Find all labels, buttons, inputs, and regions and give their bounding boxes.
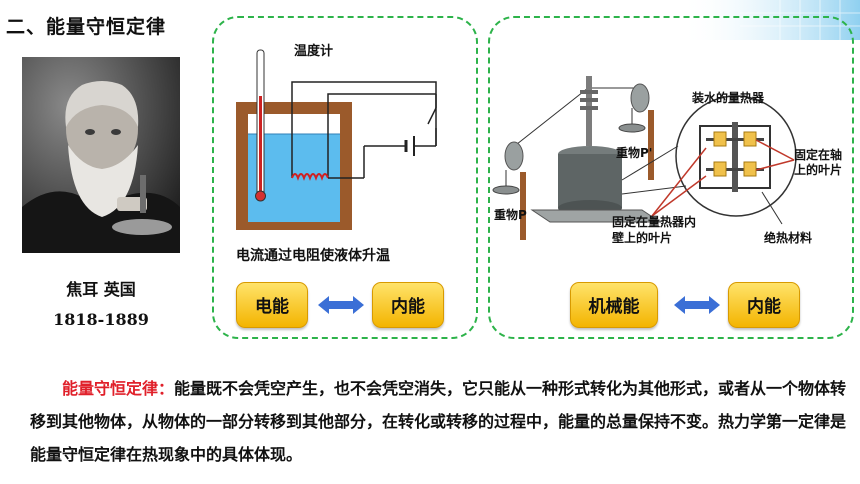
internal-energy-label: 内能 bbox=[372, 282, 444, 328]
fixed-shaft-blades-label: 固定在轴上的叶片 bbox=[794, 148, 843, 177]
electric-experiment-panel bbox=[212, 16, 478, 339]
paddle-wheel-diagram bbox=[492, 76, 797, 240]
person-years: 1818-1889 bbox=[53, 310, 149, 329]
law-term: 能量守恒定律： bbox=[62, 379, 175, 398]
mechanical-experiment-panel bbox=[488, 16, 854, 339]
electric-experiment-caption: 电流通过电阻使液体升温 bbox=[236, 248, 390, 264]
fixed-wall-blades-label: 固定在量热器内壁上的叶片 bbox=[612, 215, 697, 245]
double-arrow-icon bbox=[318, 296, 364, 314]
electric-heating-diagram bbox=[236, 49, 437, 230]
law-text: 能量既不会凭空产生，也不会凭空消失，它只能从一种形式转化为其他形式，或者从一个物… bbox=[30, 379, 847, 464]
weight-p-label: 重物P bbox=[494, 208, 527, 222]
double-arrow-icon bbox=[674, 296, 720, 314]
electric-energy-label: 电能 bbox=[236, 282, 308, 328]
insulation-label: 绝热材料 bbox=[764, 231, 813, 245]
internal-energy-label-2: 内能 bbox=[728, 282, 800, 328]
portrait-image bbox=[22, 57, 180, 253]
weight-p-prime-label: 重物P' bbox=[616, 146, 653, 160]
person-name-country: 焦耳 英国 bbox=[66, 280, 136, 299]
thermometer-label: 温度计 bbox=[294, 44, 334, 59]
law-paragraph: 能量守恒定律：能量既不会凭空产生，也不会凭空消失，它只能从一种形式转化为其他形式… bbox=[30, 372, 850, 471]
mechanical-energy-label: 机械能 bbox=[570, 282, 658, 328]
calorimeter-label: 装水的量热器 bbox=[692, 91, 765, 105]
section-title: 二、能量守恒定律 bbox=[6, 16, 167, 38]
